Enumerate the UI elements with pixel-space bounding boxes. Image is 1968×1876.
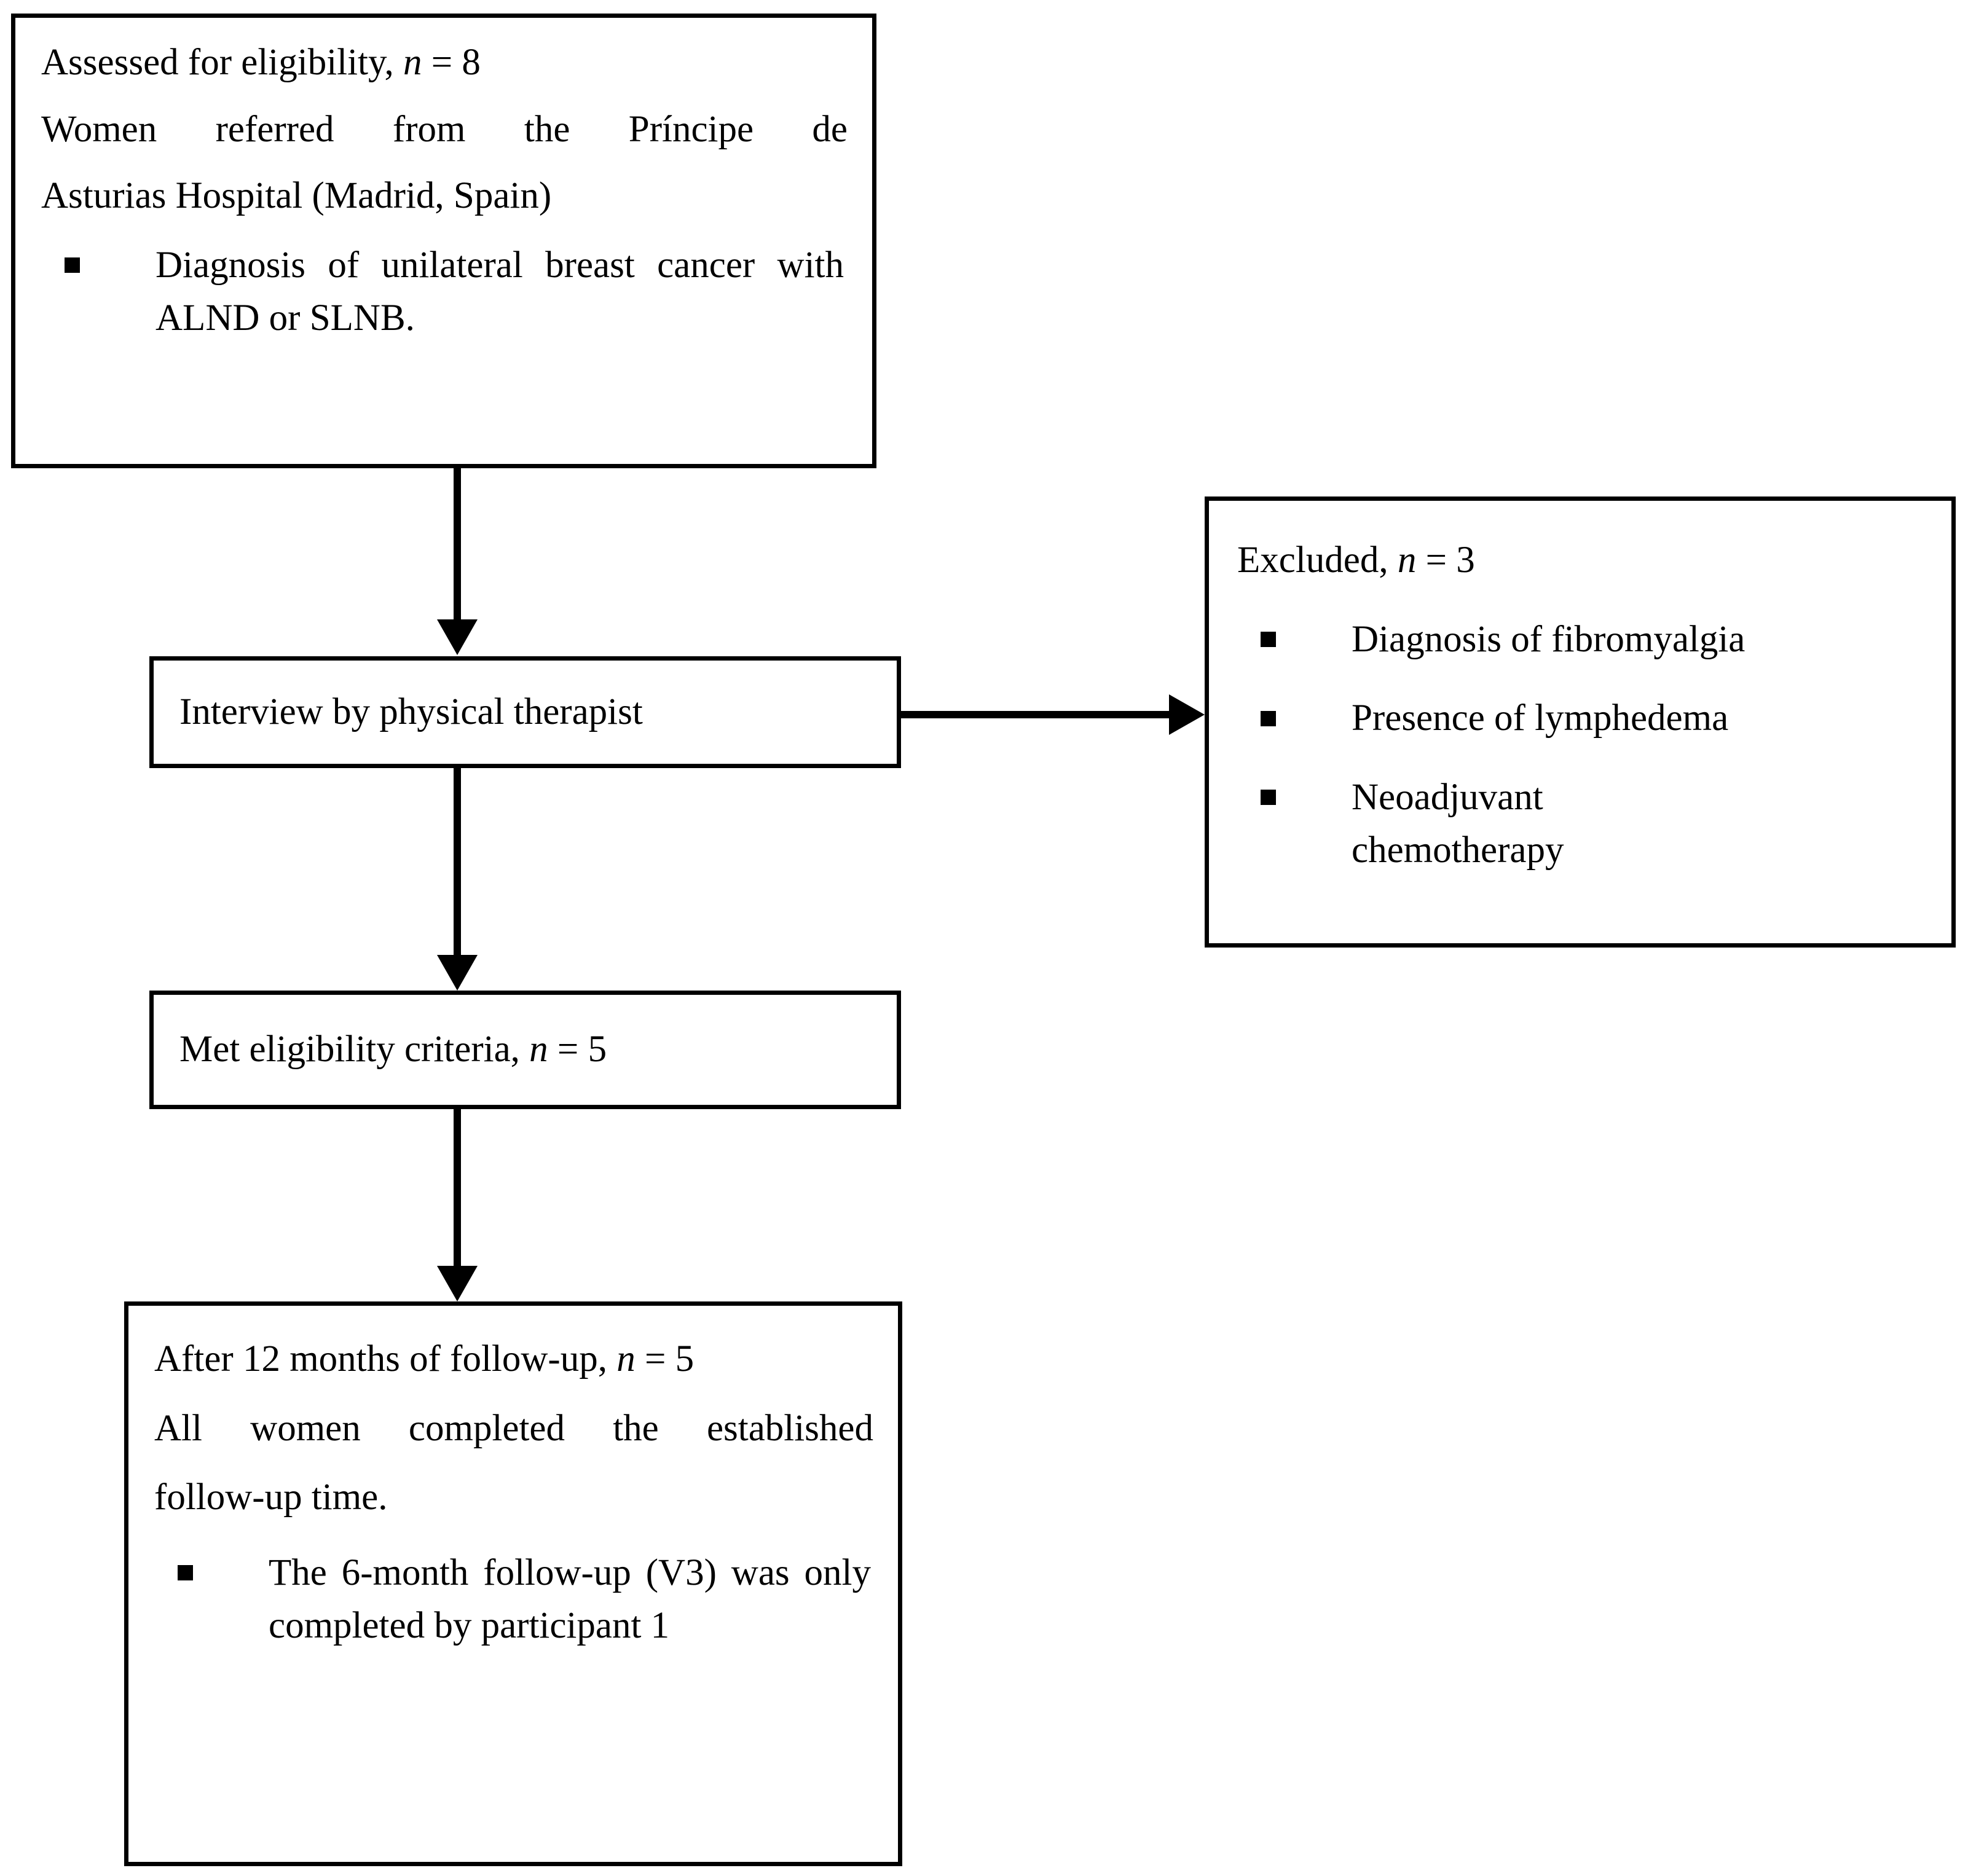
follow-up-box: After 12 months of follow-up, n = 5 All …: [124, 1301, 902, 1866]
square-bullet-icon: [1261, 710, 1276, 726]
assessed-line-1-suffix: = 8: [422, 42, 481, 83]
excluded-bullet-1-text: Diagnosis of fibromyalgia: [1352, 618, 1746, 660]
met-criteria-line-1: Met eligibility criteria, n = 5: [179, 1023, 872, 1077]
excluded-line-1: Excluded, n = 3: [1237, 534, 1929, 587]
arrow-line: [454, 468, 461, 622]
excluded-bullet-3-text: Neoadjuvant chemotherapy: [1352, 776, 1564, 871]
excluded-line-1-suffix: = 3: [1416, 540, 1475, 581]
met-criteria-line-1-prefix: Met eligibility criteria,: [179, 1029, 530, 1070]
followup-line-1-suffix: = 5: [635, 1338, 695, 1380]
followup-line-1-n: n: [616, 1338, 636, 1380]
list-item: Presence of lymphedema: [1237, 692, 1929, 745]
square-bullet-icon: [1261, 632, 1276, 648]
followup-line-1-prefix: After 12 months of follow-up,: [154, 1338, 617, 1380]
followup-bullet-list: The 6-month follow-up (V3) was only comp…: [154, 1547, 873, 1653]
excluded-box: Excluded, n = 3 Diagnosis of fibromyalgi…: [1205, 496, 1956, 948]
followup-line-3: follow-up time.: [154, 1477, 388, 1518]
square-bullet-icon: [178, 1565, 193, 1581]
assessed-bullet-1-text: Diagnosis of unilateral breast cancer wi…: [155, 244, 844, 339]
interview-box: Interview by physical therapist: [149, 656, 901, 768]
assessed-line-1-n: n: [403, 42, 422, 83]
assessed-line-1: Assessed for eligibility, n = 8: [41, 36, 848, 90]
followup-bullet-1-text: The 6-month follow-up (V3) was only comp…: [269, 1552, 871, 1647]
arrow-line: [454, 768, 461, 957]
square-bullet-icon: [1261, 790, 1276, 806]
met-eligibility-criteria-box: Met eligibility criteria, n = 5: [149, 991, 901, 1109]
arrowhead-icon: [437, 1266, 478, 1301]
assessed-bullet-list: Diagnosis of unilateral breast cancer wi…: [41, 239, 848, 345]
assessed-line-2: Women referred from the Príncipe de: [41, 108, 848, 150]
followup-line-2: All women completed the established: [154, 1407, 873, 1449]
excluded-bullet-list: Diagnosis of fibromyalgia Presence of ly…: [1237, 613, 1929, 877]
arrow-line: [901, 711, 1175, 718]
met-criteria-line-1-suffix: = 5: [548, 1029, 607, 1070]
followup-line-1: After 12 months of follow-up, n = 5: [154, 1333, 873, 1386]
excluded-line-1-prefix: Excluded,: [1237, 540, 1398, 581]
list-item: Diagnosis of fibromyalgia: [1237, 613, 1929, 667]
interview-line-1: Interview by physical therapist: [179, 691, 643, 732]
arrowhead-icon: [437, 619, 478, 655]
square-bullet-icon: [65, 257, 80, 273]
list-item: Neoadjuvant chemotherapy: [1237, 771, 1929, 877]
arrowhead-icon: [1169, 694, 1205, 735]
assessed-line-3: Asturias Hospital (Madrid, Spain): [41, 175, 552, 217]
list-item: The 6-month follow-up (V3) was only comp…: [154, 1547, 873, 1653]
excluded-line-1-n: n: [1397, 540, 1417, 581]
arrow-line: [454, 1109, 461, 1268]
arrowhead-icon: [437, 955, 478, 991]
assessed-line-1-prefix: Assessed for eligibility,: [41, 42, 404, 83]
met-criteria-line-1-n: n: [529, 1029, 548, 1070]
list-item: Diagnosis of unilateral breast cancer wi…: [41, 239, 848, 345]
excluded-bullet-2-text: Presence of lymphedema: [1352, 697, 1729, 739]
assessed-for-eligibility-box: Assessed for eligibility, n = 8 Women re…: [11, 14, 876, 468]
